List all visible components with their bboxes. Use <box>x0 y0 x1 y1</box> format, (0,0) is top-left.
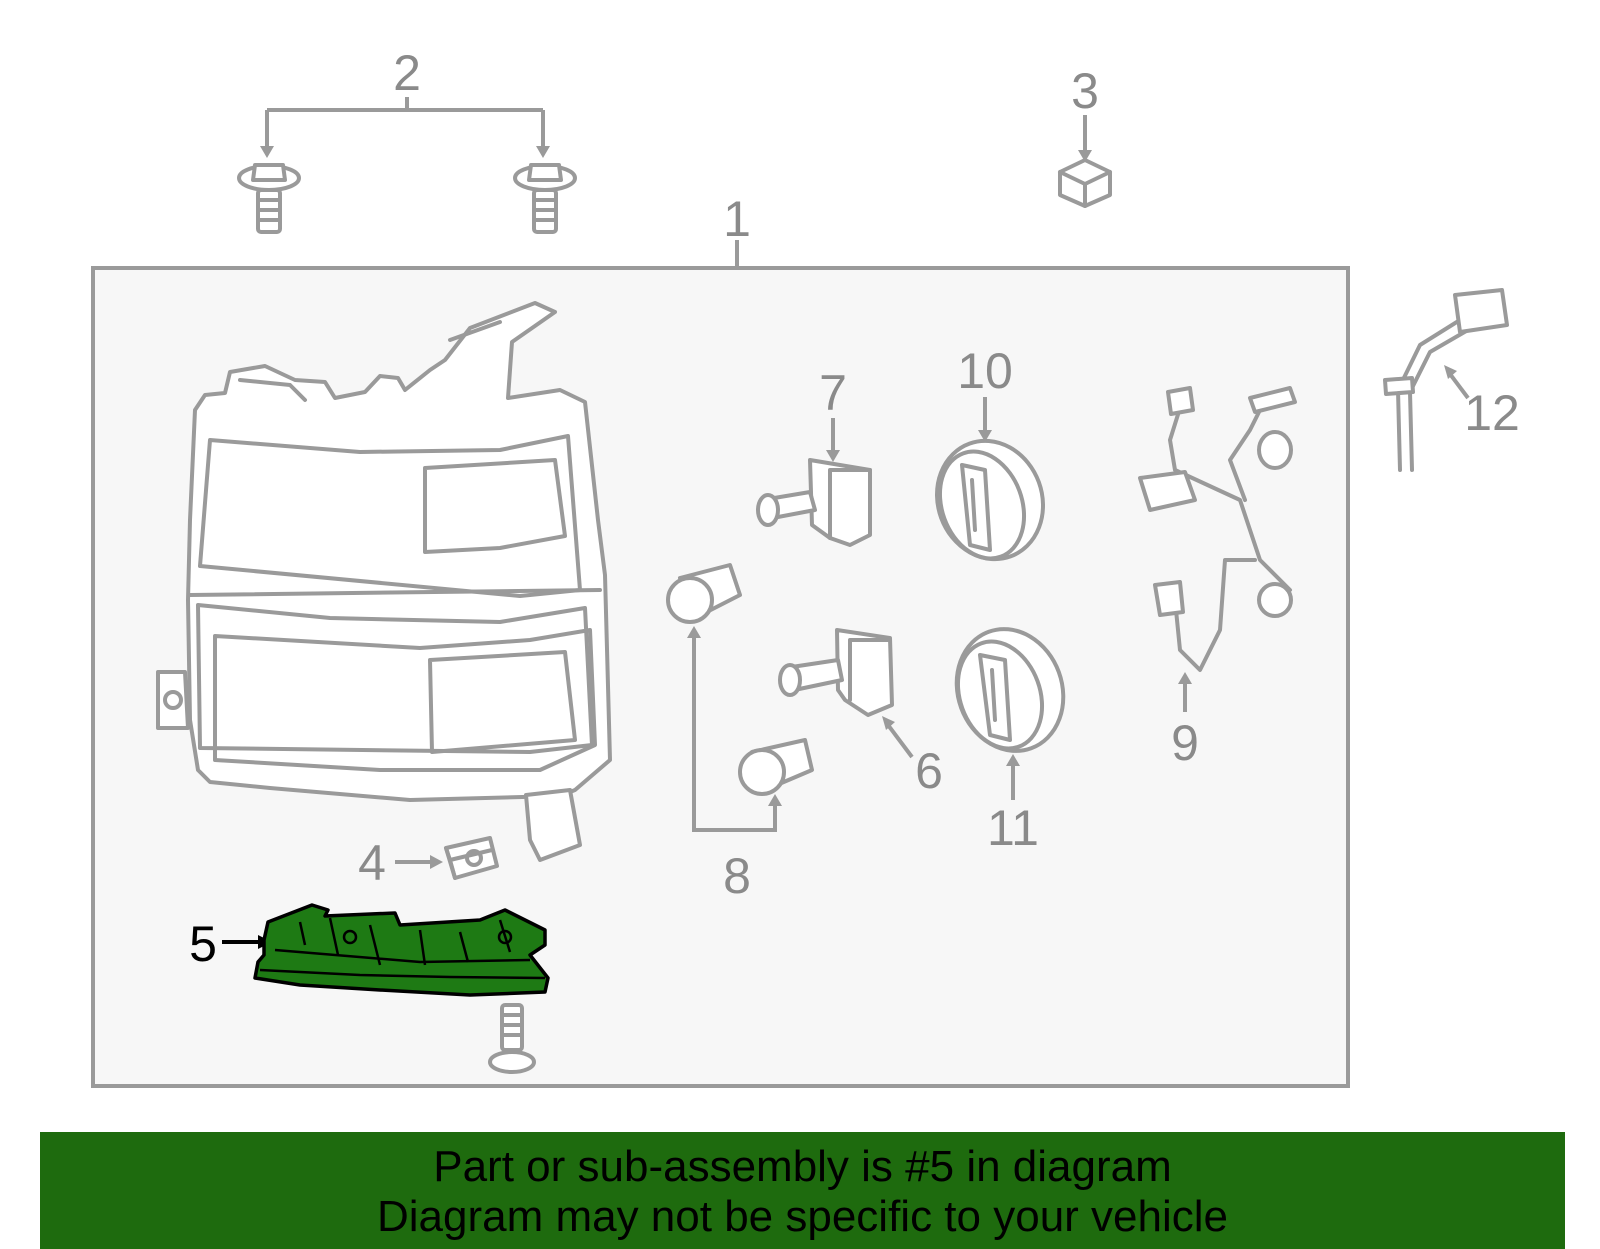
callout-5[interactable]: 5 <box>189 916 217 972</box>
callout-8[interactable]: 8 <box>723 848 751 904</box>
banner-line-1: Part or sub-assembly is #5 in diagram <box>433 1142 1172 1191</box>
part-2-bolts[interactable] <box>237 97 577 234</box>
part-10-cap[interactable] <box>921 397 1060 574</box>
part-12-harness[interactable] <box>1383 288 1509 472</box>
callout-3[interactable]: 3 <box>1071 63 1099 119</box>
callout-11[interactable]: 11 <box>987 800 1039 856</box>
callout-9[interactable]: 9 <box>1171 715 1199 771</box>
part-9-harness[interactable] <box>1138 386 1297 712</box>
callout-1[interactable]: 1 <box>723 191 751 247</box>
callout-6[interactable]: 6 <box>915 743 943 799</box>
part-3-nut[interactable] <box>1058 115 1112 208</box>
callout-2[interactable]: 2 <box>393 45 421 101</box>
info-banner: Part or sub-assembly is #5 in diagram Di… <box>40 1132 1565 1249</box>
part-8-bulbs[interactable] <box>666 563 814 832</box>
callout-4[interactable]: 4 <box>358 835 386 891</box>
banner-line-2: Diagram may not be specific to your vehi… <box>376 1192 1229 1241</box>
parts-diagram: 1 2 3 4 5 6 7 8 9 10 11 12 <box>91 45 1520 1088</box>
callout-10[interactable]: 10 <box>957 343 1013 399</box>
part-6-bulb[interactable] <box>778 628 914 759</box>
callout-7[interactable]: 7 <box>819 365 847 421</box>
part-11-cap[interactable] <box>940 614 1080 800</box>
part-5-screw <box>488 1003 536 1074</box>
part-5-bracket[interactable] <box>222 903 550 997</box>
part-1-headlamp[interactable] <box>156 301 612 862</box>
part-4-clip[interactable] <box>395 836 499 880</box>
part-7-bulb[interactable] <box>756 418 872 547</box>
callout-12[interactable]: 12 <box>1464 385 1520 441</box>
